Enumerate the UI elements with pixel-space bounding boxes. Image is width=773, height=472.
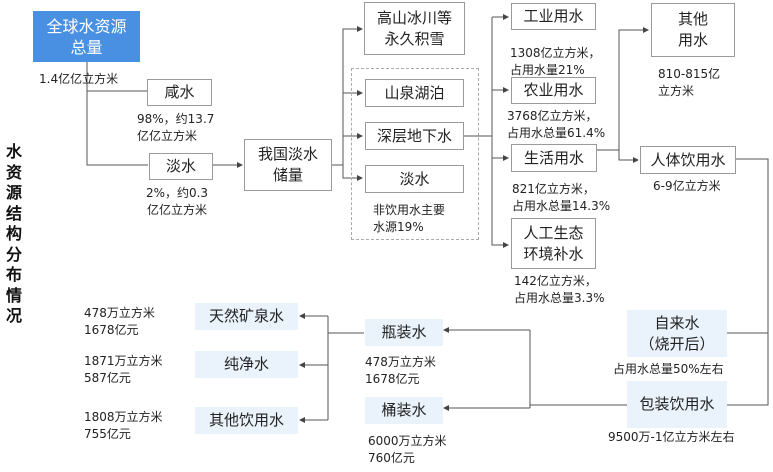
note-industrial: 1308亿立方米， 占用水量21%	[510, 46, 601, 77]
note-drinking: 6-9亿立方米	[653, 179, 721, 193]
node-domestic: 生活用水	[511, 144, 597, 172]
note-domestic: 821亿立方米， 占用水总量14.3%	[512, 182, 611, 213]
node-packaged: 包装饮用水	[627, 381, 727, 428]
note-agricultural: 3768亿立方米， 占用水总量61.4%	[507, 109, 606, 140]
node-barrel: 桶装水	[365, 397, 443, 424]
note-other-drink: 1808万立方米 755亿元	[84, 410, 163, 441]
line-uses-bus	[491, 17, 509, 248]
note-other-use: 810-815亿 立方米	[658, 67, 721, 98]
node-other-use: 其他 用水	[651, 3, 735, 57]
node-glacier: 高山冰川等 永久积雪	[364, 2, 465, 55]
non-drinking-source-group	[351, 68, 479, 240]
note-fresh-water: 2%，约0.3 亿亿立方米	[145, 186, 209, 217]
note-salt-water: 98%，约13.7 亿亿立方米	[137, 112, 215, 143]
node-spring-lake: 山泉湖泊	[365, 79, 464, 107]
node-eco: 人工生态 环境补水	[511, 218, 596, 269]
node-global-total: 全球水资源 总量	[33, 11, 140, 62]
note-global-total: 1.4亿亿立方米	[39, 72, 119, 86]
note-barrel: 6000万立方米 760亿元	[368, 434, 447, 465]
node-mineral: 天然矿泉水	[195, 303, 298, 330]
line-china-fresh2	[342, 136, 363, 181]
node-deep-ground: 深层地下水	[365, 122, 464, 150]
node-other-drink: 其他饮用水	[195, 407, 298, 434]
node-purified: 纯净水	[195, 351, 298, 378]
diagram-side-title: 水资源结构分布情况	[5, 142, 22, 325]
node-industrial: 工业用水	[511, 3, 596, 30]
note-tap-water: 占用水总量50%左右	[613, 362, 724, 376]
node-salt-water: 咸水	[147, 79, 212, 106]
line-drink-right	[727, 158, 769, 406]
node-drinking: 人体饮用水	[640, 146, 736, 174]
note-bottled: 478万立方米 1678亿元	[365, 355, 436, 386]
node-fresh-water: 淡水	[149, 153, 213, 180]
line-dom-drink	[618, 150, 639, 163]
note-non-drinking: 非饮用水主要 水源19%	[373, 203, 446, 234]
line-dom-other	[597, 27, 649, 151]
note-purified: 1871万立方米 587亿元	[84, 354, 163, 385]
node-bottled: 瓶装水	[365, 319, 443, 346]
note-mineral: 478万立方米 1678亿元	[84, 306, 155, 337]
node-fresh-water-2: 淡水	[365, 165, 464, 193]
node-china-fresh: 我国淡水 储量	[244, 139, 332, 191]
line-root-fresh	[86, 91, 148, 166]
note-packaged: 9500万-1亿立方米左右	[608, 430, 735, 444]
note-eco: 142亿立方米， 占用水总量3.3%	[514, 274, 605, 305]
node-tap-water: 自来水 （烧开后）	[627, 310, 727, 357]
node-agricultural: 农业用水	[511, 77, 596, 104]
line-china-bus	[332, 26, 363, 166]
